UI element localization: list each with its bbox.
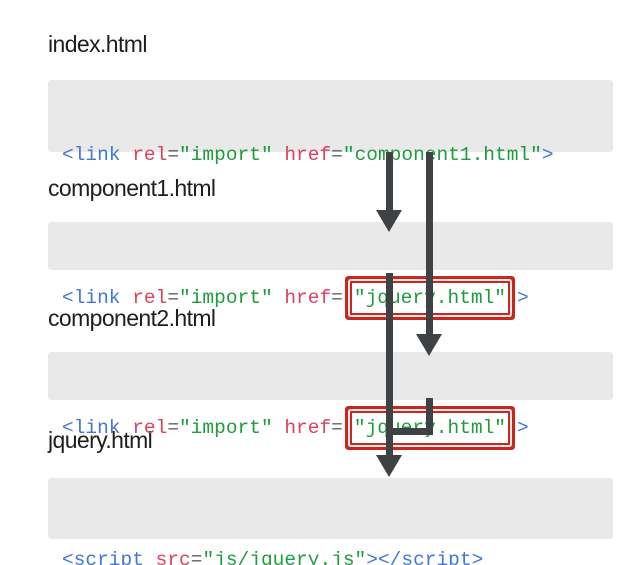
code-token	[273, 417, 285, 439]
code-token: =	[167, 144, 180, 166]
arrow-index-to-component2-shaft	[426, 152, 433, 334]
code-token	[121, 144, 133, 166]
code-line: <link rel="import" href="component1.html…	[62, 142, 613, 168]
elbow-component2-to-jquery-vertical	[426, 398, 433, 435]
code-token: <link	[62, 287, 121, 309]
code-token	[144, 549, 156, 565]
code-token: href	[284, 287, 332, 309]
code-block-component1: <link rel="import" href="jquery.html">	[48, 222, 613, 315]
code-token	[273, 144, 285, 166]
code-token: >	[517, 417, 529, 439]
code-token: rel	[132, 144, 168, 166]
code-token: =	[167, 287, 180, 309]
code-token: >	[541, 144, 554, 166]
code-block-component2: <link rel="import" href="jquery.html">	[48, 352, 613, 445]
arrow-index-to-component1-shaft	[386, 152, 393, 210]
arrow-index-to-component2-arrowhead-icon	[416, 334, 442, 356]
code-token: "import"	[179, 144, 273, 166]
code-token: <script	[62, 549, 144, 565]
code-line: <link rel="import" href="jquery.html">	[62, 411, 613, 445]
code-line: <script src="js/jquery.js"></script>	[62, 547, 613, 565]
arrow-index-to-component1-arrowhead-icon	[376, 210, 402, 232]
code-token: >	[517, 287, 529, 309]
code-token: ></script>	[366, 549, 484, 565]
code-token: "import"	[179, 287, 273, 309]
code-token	[121, 417, 133, 439]
code-token: =	[331, 417, 343, 439]
code-token: href	[284, 417, 332, 439]
code-token: =	[167, 417, 180, 439]
code-token: =	[331, 287, 343, 309]
code-line: <link rel="import" href="jquery.html">	[62, 281, 613, 315]
arrow-to-jquery-arrowhead-icon	[376, 455, 402, 477]
code-token: "component1.html"	[342, 144, 542, 166]
code-block-jquery: <script src="js/jquery.js"></script>	[48, 478, 613, 565]
code-token	[273, 287, 285, 309]
code-token	[121, 287, 133, 309]
code-token: rel	[132, 417, 168, 439]
file-title-component1: component1.html	[48, 175, 216, 201]
file-title-component2: component2.html	[48, 305, 216, 331]
code-token: href	[284, 144, 332, 166]
code-token: =	[331, 144, 343, 166]
code-block-index: <link rel="import" href="component1.html…	[48, 80, 613, 244]
code-token: src	[155, 549, 191, 565]
file-title-index: index.html	[48, 31, 147, 57]
code-token: <link	[62, 417, 121, 439]
elbow-component2-to-jquery-horizontal	[389, 428, 433, 435]
code-token: "import"	[179, 417, 273, 439]
code-token: "js/jquery.js"	[202, 549, 367, 565]
file-title-jquery: jquery.html	[48, 427, 153, 453]
line-component1-to-jquery-shaft	[386, 273, 393, 455]
code-token: rel	[132, 287, 168, 309]
code-token: =	[190, 549, 203, 565]
code-token: <link	[62, 144, 121, 166]
